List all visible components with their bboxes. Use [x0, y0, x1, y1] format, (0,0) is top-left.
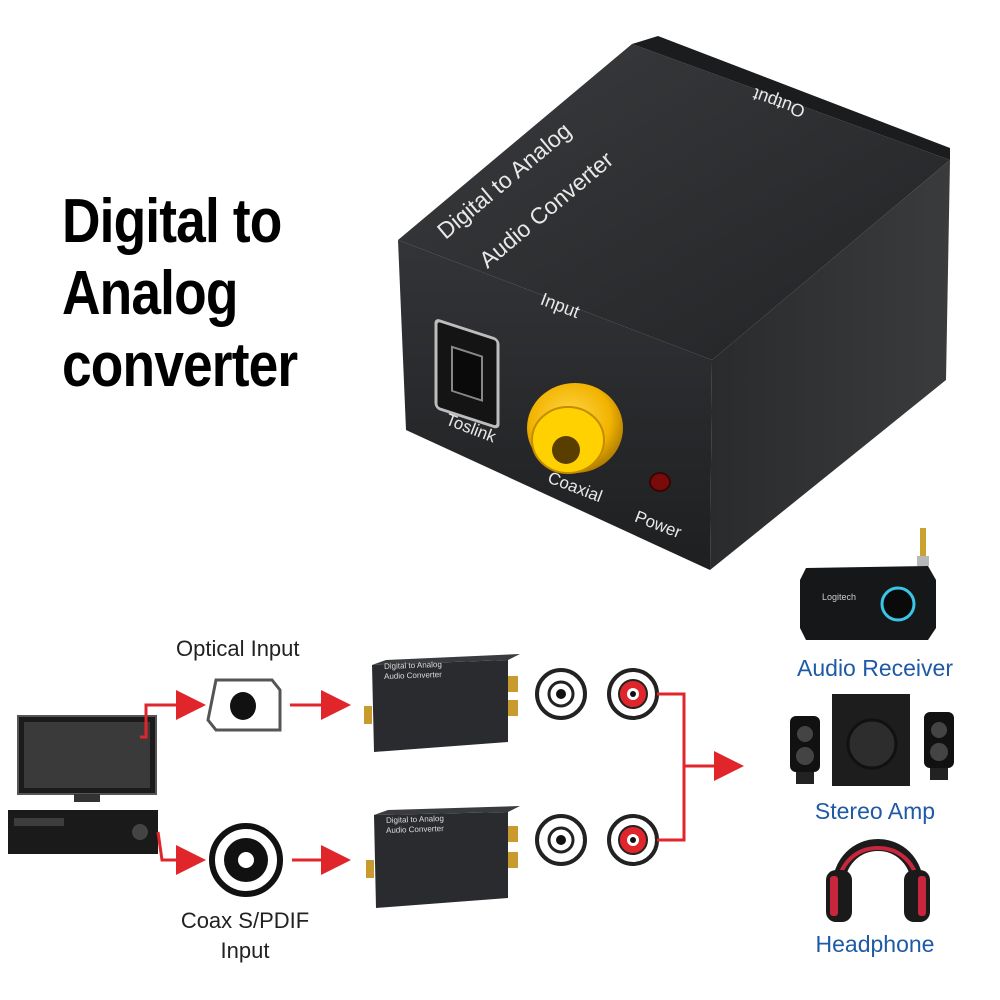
- power-led: [649, 472, 671, 492]
- stereo-speakers-icon: [790, 694, 954, 786]
- device-toslink-label: Toslink: [443, 410, 499, 447]
- tv-icon: [17, 715, 157, 802]
- rca-red-bottom: [607, 814, 659, 866]
- mini-bottom-line2: Audio Converter: [385, 823, 444, 836]
- output-headphone: Headphone: [815, 931, 935, 957]
- coax-connector-icon: [209, 823, 283, 897]
- coaxial-port: [527, 383, 623, 473]
- rca-red-top: [607, 668, 659, 720]
- coax-label-line2: Input: [220, 938, 270, 963]
- device-top-line2: Audio Converter: [474, 146, 619, 273]
- arrow-optical-1: [140, 690, 206, 739]
- av-receiver-icon: [8, 810, 158, 854]
- toslink-port: [434, 319, 500, 429]
- device-output-label: Output: [750, 84, 808, 122]
- headline-line-3: converter: [62, 331, 298, 400]
- headphones-icon: [826, 839, 930, 922]
- headline-line-1: Digital to: [62, 187, 282, 256]
- coax-label-line1: Coax S/PDIF: [180, 908, 310, 933]
- headline-line-2: Analog: [62, 259, 238, 328]
- audio-receiver-icon: [800, 528, 936, 640]
- optical-input-label: Optical Input: [176, 636, 300, 661]
- device-coaxial-label: Coaxial: [545, 468, 605, 507]
- device-top-line1: Digital to Analog: [432, 117, 577, 244]
- headline: Digital to Analog converter: [62, 186, 320, 402]
- rca-white-top: [535, 668, 587, 720]
- output-stereo-amp: Stereo Amp: [814, 798, 936, 824]
- receiver-brand: Logitech: [822, 592, 857, 602]
- device-input-label: Input: [537, 289, 583, 323]
- rca-white-bottom: [535, 814, 587, 866]
- mini-top-line2: Audio Converter: [383, 669, 442, 682]
- device-power-label: Power: [632, 507, 684, 543]
- output-audio-receiver: Audio Receiver: [797, 655, 953, 681]
- optical-connector-icon: [206, 678, 282, 732]
- output-bracket: [657, 692, 686, 842]
- device-side-face: [710, 160, 950, 570]
- arrow-coax-1: [156, 831, 206, 875]
